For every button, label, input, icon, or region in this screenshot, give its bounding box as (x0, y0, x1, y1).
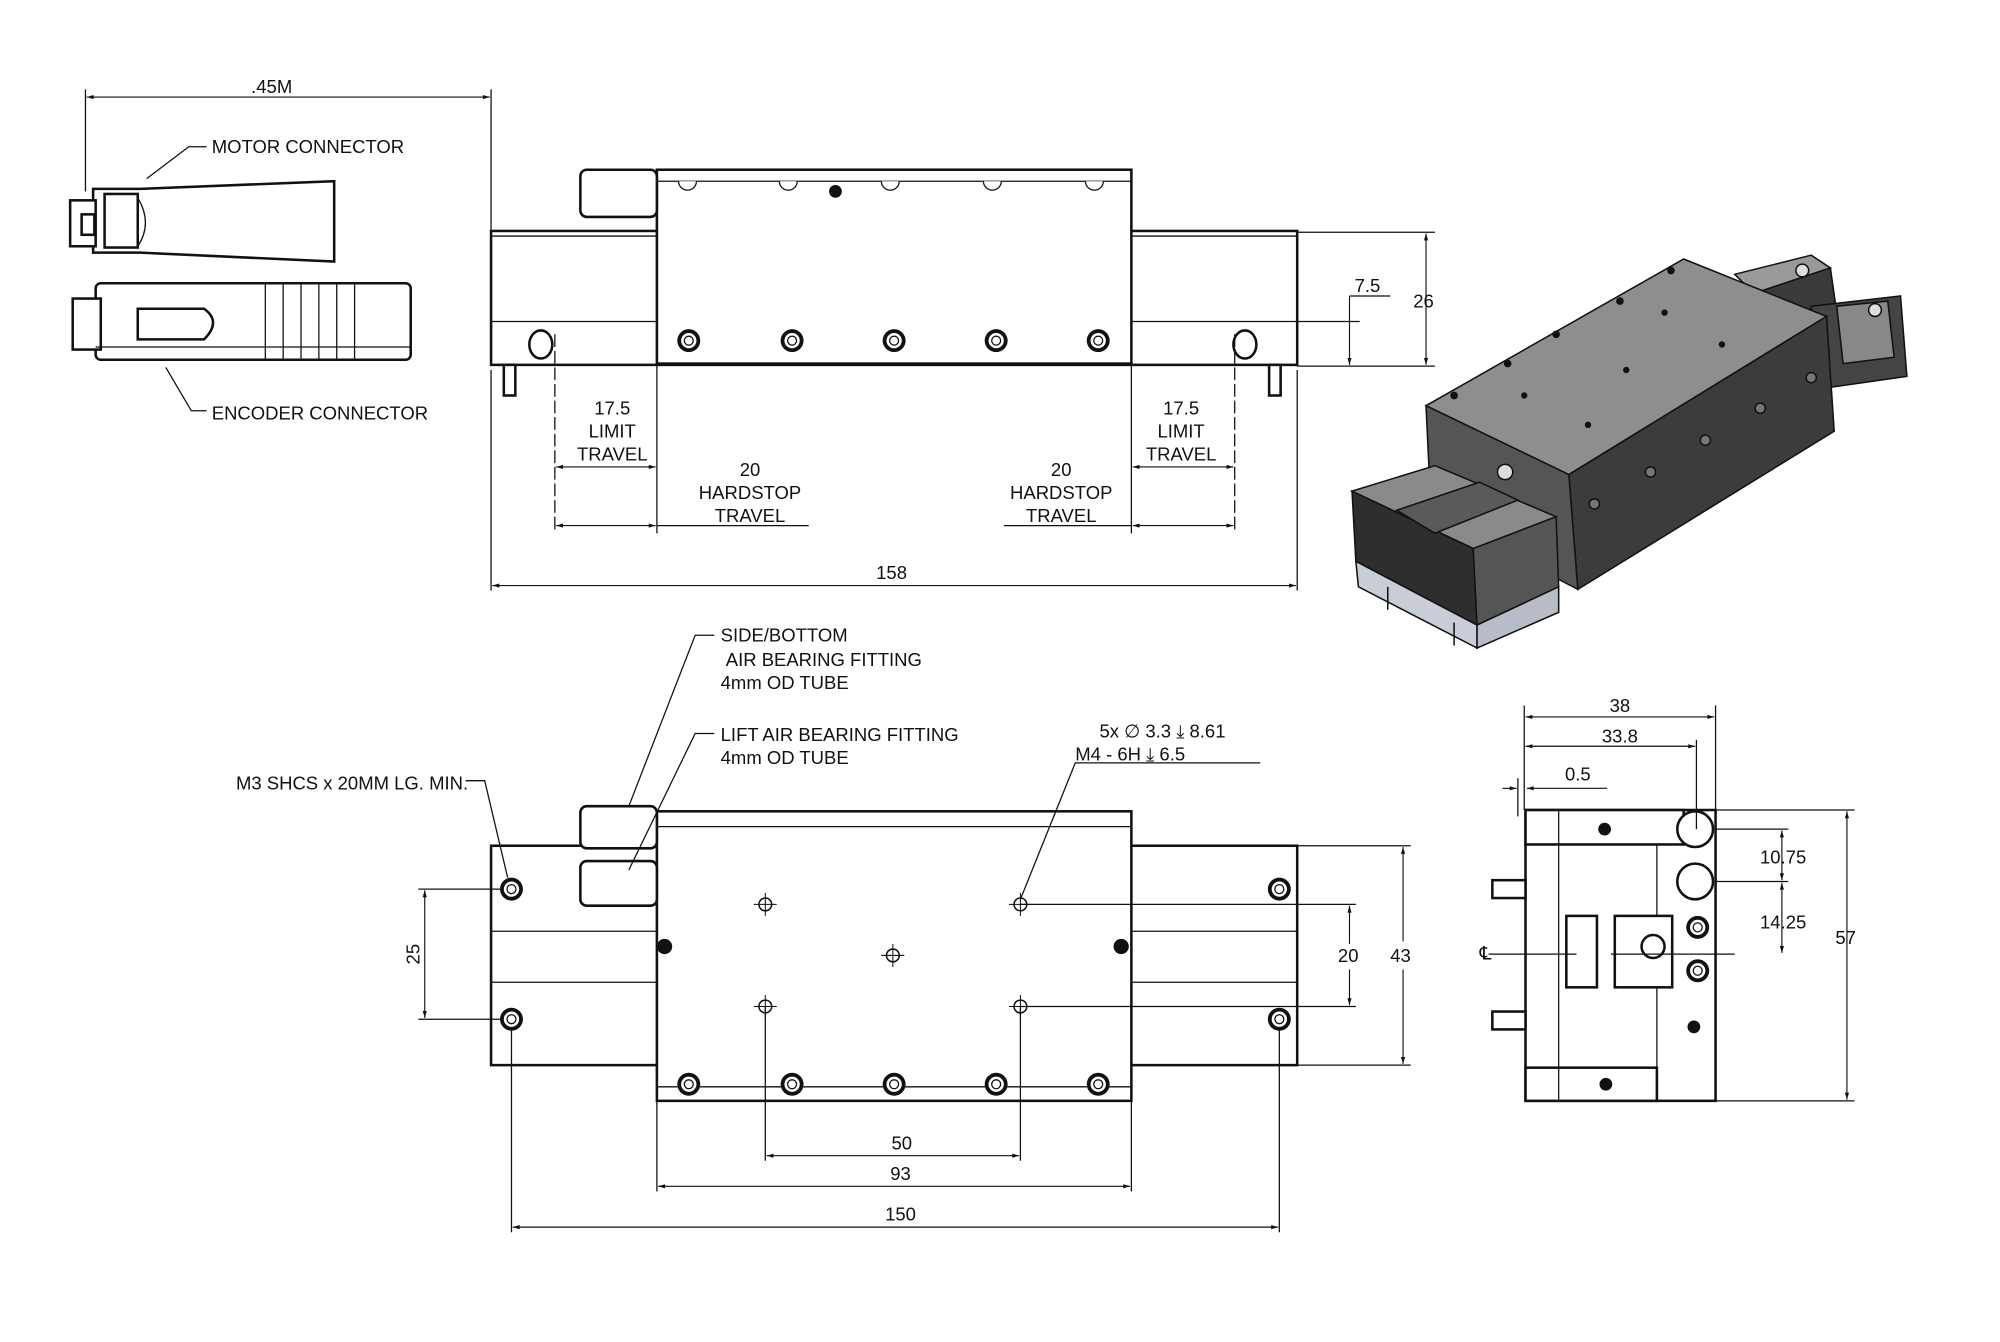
screw-note: M3 SHCS x 20MM LG. MIN. (236, 773, 468, 794)
encoder-connector-label: ENCODER CONNECTOR (212, 403, 428, 424)
dim-150: 150 (885, 1204, 916, 1225)
lift-air-fitting (579, 859, 659, 907)
end-view: ℄ 38 33.8 0.5 10.75 14.25 57 (1479, 695, 1856, 1103)
dim-10-75: 10.75 (1760, 847, 1806, 868)
dim-38: 38 (1610, 695, 1631, 716)
dim-14-25: 14.25 (1760, 912, 1806, 933)
dim-33-8: 33.8 (1602, 725, 1638, 746)
dim-93: 93 (890, 1163, 911, 1184)
isometric-view (1349, 254, 1908, 650)
centerline-symbol: ℄ (1479, 942, 1492, 963)
dim-0-5: 0.5 (1565, 764, 1591, 785)
encoder-connector (71, 281, 412, 362)
offset-dim-7-5: 7.5 (1355, 275, 1381, 296)
connector-views: .45M MOTOR CONNECTOR ENCODER CONNECTOR (68, 76, 492, 424)
length-dim-158: 158 (876, 562, 907, 583)
dim-20: 20 (1338, 945, 1359, 966)
dim-57: 57 (1835, 927, 1856, 948)
air-fitting (579, 168, 659, 219)
dim-50: 50 (892, 1132, 913, 1153)
height-dim-26: 26 (1413, 290, 1434, 311)
dim-43: 43 (1390, 945, 1411, 966)
side-air-fitting (579, 804, 659, 850)
dim-25: 25 (403, 944, 424, 965)
motor-connector-label: MOTOR CONNECTOR (212, 136, 404, 157)
motor-connector (68, 179, 336, 263)
connector-length-dim: .45M (251, 76, 292, 97)
